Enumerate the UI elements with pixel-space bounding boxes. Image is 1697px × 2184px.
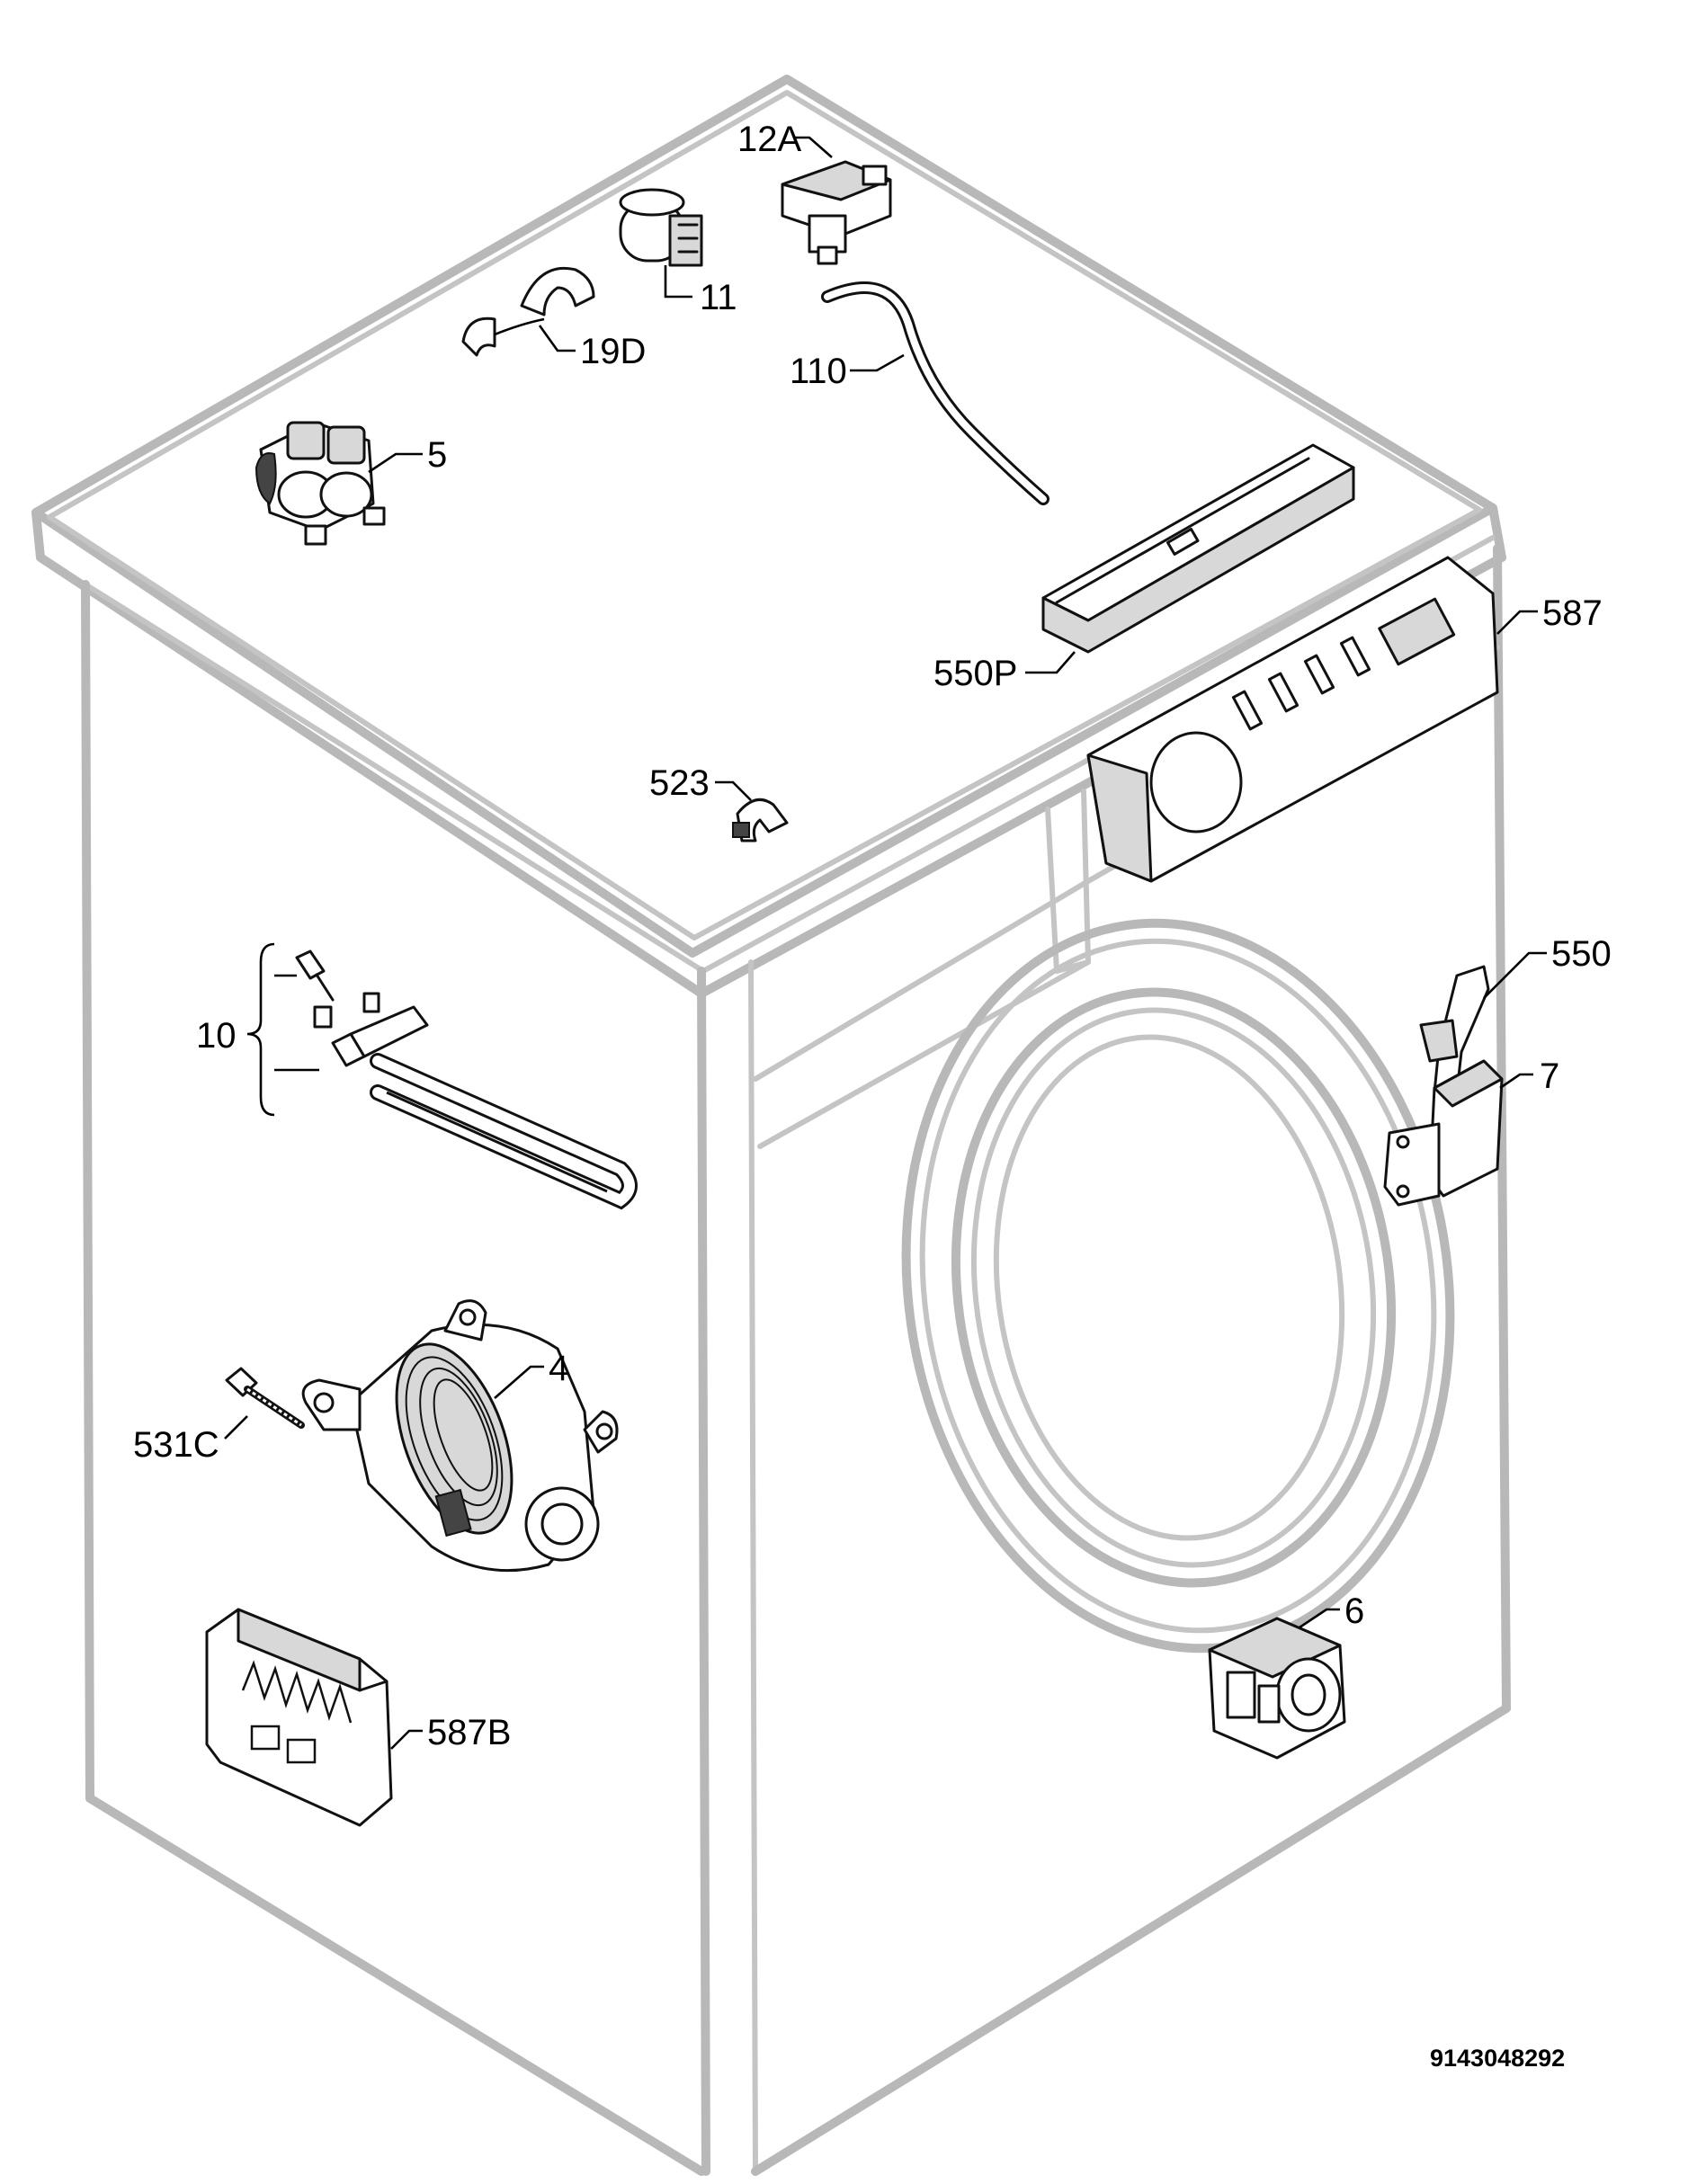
hose-part-110: [821, 281, 1049, 505]
screw-part-531c: [225, 1367, 305, 1429]
lead-587: [1496, 610, 1538, 635]
callout-12a: 12A: [737, 120, 801, 159]
callout-5: 5: [427, 435, 447, 475]
callout-587b: 587B: [427, 1713, 511, 1752]
cabinet-outline: [31, 75, 1511, 2176]
inlet-valve-part-5: [255, 421, 386, 546]
lead-7: [1499, 1073, 1533, 1090]
callout-7: 7: [1540, 1056, 1559, 1096]
filter-part-11: [619, 188, 703, 267]
pressure-switch-part-12a: [781, 160, 892, 265]
motor-part-4: [301, 1299, 619, 1573]
lead-531c: [224, 1415, 248, 1440]
callout-6: 6: [1344, 1591, 1364, 1631]
lead-4: [494, 1365, 544, 1399]
lead-587b: [390, 1729, 423, 1750]
heating-element-part-10: [295, 949, 638, 1210]
lead-550p: [1025, 651, 1076, 674]
callout-4: 4: [549, 1349, 568, 1388]
callout-523: 523: [649, 763, 710, 803]
callout-11: 11: [700, 278, 737, 317]
bracket-part-10: [246, 942, 319, 1117]
lead-12a: [793, 136, 833, 158]
lead-5: [368, 452, 423, 474]
door-lock-part-7: [1383, 1059, 1504, 1207]
lead-11: [664, 265, 692, 299]
lead-550: [1483, 951, 1547, 999]
module-part-587b: [205, 1608, 393, 1827]
callout-550: 550: [1551, 934, 1612, 974]
electronic-board-part-587: [1086, 556, 1499, 883]
clip-part-523: [732, 798, 789, 842]
drain-pump-part-6: [1208, 1617, 1346, 1760]
callout-10: 10: [196, 1016, 237, 1056]
clip-part-19d: [461, 266, 595, 357]
lead-110: [850, 353, 905, 372]
callout-19d: 19D: [580, 332, 646, 371]
lead-6: [1299, 1608, 1340, 1629]
drawing-code: 9143048292: [1430, 2045, 1565, 2072]
callout-531c: 531C: [133, 1425, 219, 1465]
lead-19d: [538, 325, 576, 352]
door-handle-part-550: [1419, 965, 1490, 1094]
panel-trim-part-550p: [1041, 443, 1355, 654]
callout-550p: 550P: [933, 654, 1017, 693]
lead-523: [715, 780, 752, 801]
callout-587: 587: [1542, 593, 1603, 633]
callout-110: 110: [790, 352, 847, 391]
